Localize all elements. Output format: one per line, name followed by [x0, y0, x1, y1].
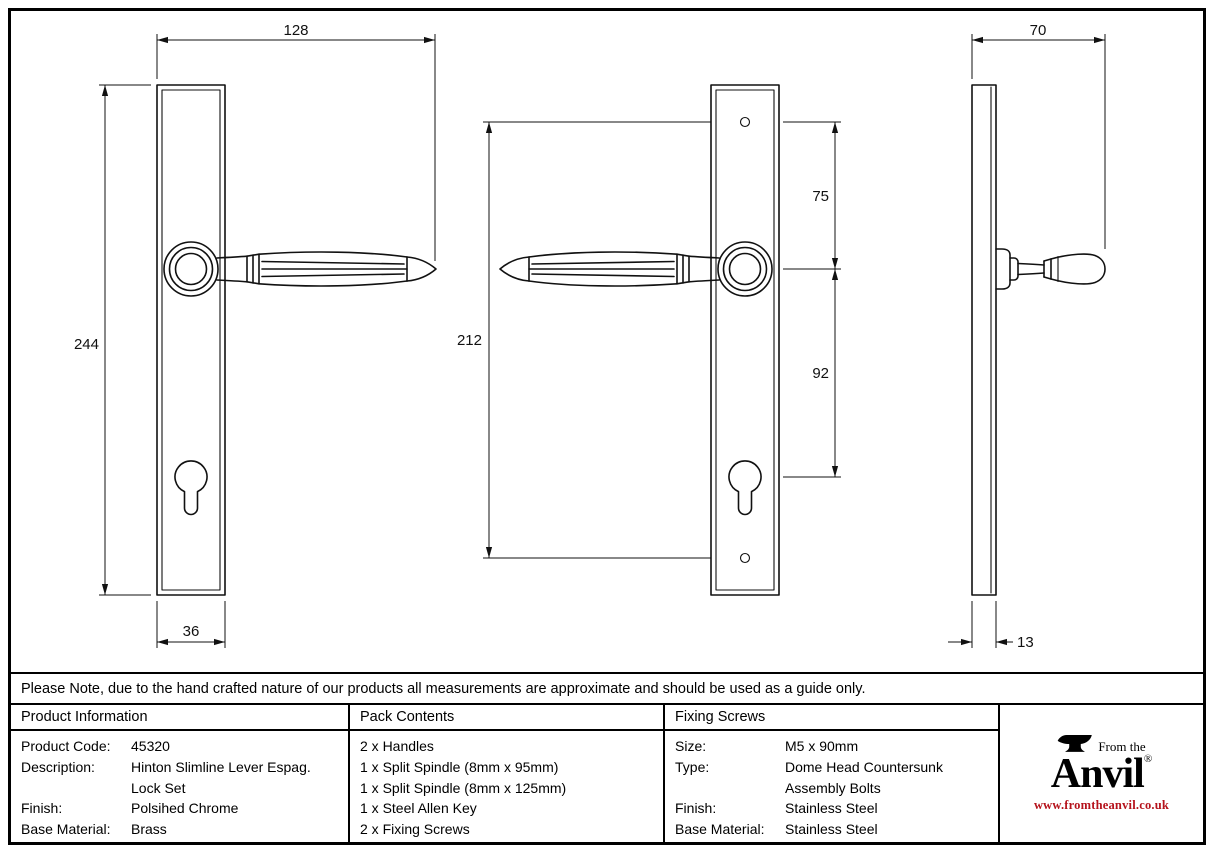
row-value: Polsihed Chrome	[131, 800, 239, 817]
backplate-bevel	[161, 89, 221, 591]
table-row: Product Code: 45320	[21, 736, 348, 757]
row-value: Brass	[131, 821, 167, 838]
note-text: Please Note, due to the hand crafted nat…	[21, 680, 866, 697]
pack-item: 1 x Split Spindle (8mm x 95mm)	[360, 758, 559, 775]
row-label: Description:	[21, 758, 95, 775]
backplate-side	[971, 84, 997, 596]
table-row: Assembly Bolts	[675, 778, 998, 799]
fixing-screws-column: Fixing Screws Size: M5 x 90mm Type: Dome…	[665, 705, 1000, 842]
row-value: Lock Set	[131, 779, 186, 796]
logo-name: Anvil	[1050, 751, 1145, 798]
backplate	[156, 84, 226, 596]
row-label: Type:	[675, 758, 710, 775]
lever-side-profile	[995, 248, 1106, 290]
bottom-screw-hole	[739, 552, 751, 564]
euro-keyhole	[174, 460, 208, 516]
spacing-view-drawing: 212 75 92	[457, 84, 841, 596]
row-label: Base Material:	[21, 821, 111, 838]
dim-plate-thickness-label: 13	[1017, 634, 1034, 651]
row-label: Product Code:	[21, 738, 111, 754]
registered-mark: ®	[1143, 753, 1153, 766]
pack-contents-header: Pack Contents	[350, 705, 663, 731]
side-view-drawing: 70 13	[948, 22, 1106, 651]
row-value: M5 x 90mm	[785, 738, 859, 754]
lever-rose	[163, 241, 219, 297]
backplate	[710, 84, 780, 596]
table-row: Finish: Stainless Steel	[675, 798, 998, 819]
row-value: Stainless Steel	[785, 821, 878, 838]
row-label	[675, 778, 785, 799]
dimension-top-to-lever: 75	[783, 121, 841, 270]
row-value: Hinton Slimline Lever Espag.	[131, 758, 311, 775]
table-row: Description: Hinton Slimline Lever Espag…	[21, 757, 348, 778]
dimension-screw-centres: 212	[457, 121, 711, 559]
dimension-plate-height: 244	[74, 84, 151, 596]
row-label: Base Material:	[675, 821, 765, 838]
dim-plate-height-label: 244	[74, 336, 99, 353]
front-view-drawing: 128 244 36	[74, 22, 437, 648]
dimension-overall-width: 128	[156, 22, 436, 261]
table-row: Type: Dome Head Countersunk	[675, 757, 998, 778]
dim-lever-to-keyhole-label: 92	[812, 365, 829, 382]
dim-top-to-lever-label: 75	[812, 188, 829, 205]
dim-plate-width-label: 36	[183, 623, 200, 640]
table-row: Base Material: Brass	[21, 819, 348, 840]
pack-item: 2 x Fixing Screws	[360, 821, 470, 838]
pack-item: 1 x Steel Allen Key	[360, 800, 477, 817]
logo-url: www.fromtheanvil.co.uk	[1033, 797, 1170, 812]
row-value: Stainless Steel	[785, 800, 878, 817]
lever-handle	[499, 251, 720, 287]
row-value: 45320	[131, 738, 170, 754]
euro-keyhole	[728, 460, 762, 516]
dimension-plate-thickness: 13	[948, 601, 1034, 651]
row-label: Finish:	[675, 800, 717, 817]
product-information-header: Product Information	[11, 705, 348, 731]
technical-drawings-area: 128 244 36	[11, 11, 1203, 672]
row-value: Dome Head Countersunk	[785, 758, 943, 775]
pack-item: 1 x Split Spindle (8mm x 125mm)	[360, 779, 567, 796]
lever-handle	[216, 251, 437, 287]
table-row: Lock Set	[21, 778, 348, 799]
brand-logo-cell: From the Anvil® www.fromtheanvil.co.uk	[1000, 705, 1203, 842]
dim-projection-label: 70	[1030, 22, 1047, 39]
dim-screw-centres-label: 212	[457, 332, 482, 349]
lever-rose	[717, 241, 773, 297]
row-label: Size:	[675, 738, 707, 754]
dim-overall-width-label: 128	[283, 22, 308, 39]
table-row: Finish: Polsihed Chrome	[21, 798, 348, 819]
product-information-column: Product Information Product Code: 45320 …	[11, 705, 350, 842]
table-row: Base Material: Stainless Steel	[675, 819, 998, 840]
anvil-icon	[1058, 735, 1093, 752]
spec-sheet: 128 244 36	[8, 8, 1206, 845]
note-bar: Please Note, due to the hand crafted nat…	[11, 672, 1203, 703]
pack-item: 2 x Handles	[360, 738, 434, 754]
pack-contents-column: Pack Contents 2 x Handles 1 x Split Spin…	[350, 705, 665, 842]
dimension-projection: 70	[971, 22, 1106, 249]
backplate-bevel	[715, 89, 775, 591]
table-row: Size: M5 x 90mm	[675, 736, 998, 757]
brand-logo: From the Anvil® www.fromtheanvil.co.uk	[1034, 734, 1169, 813]
logo-tagline: From the	[1098, 739, 1146, 755]
technical-drawings: 128 244 36	[74, 22, 1106, 651]
spec-table: Product Information Product Code: 45320 …	[11, 703, 1203, 842]
dimension-lever-to-keyhole: 92	[783, 269, 841, 478]
row-label: Finish:	[21, 800, 63, 817]
row-value: Assembly Bolts	[785, 779, 881, 796]
dimension-plate-width: 36	[156, 601, 226, 648]
fixing-screws-header: Fixing Screws	[665, 705, 998, 731]
top-screw-hole	[739, 116, 751, 128]
row-label	[21, 778, 131, 799]
